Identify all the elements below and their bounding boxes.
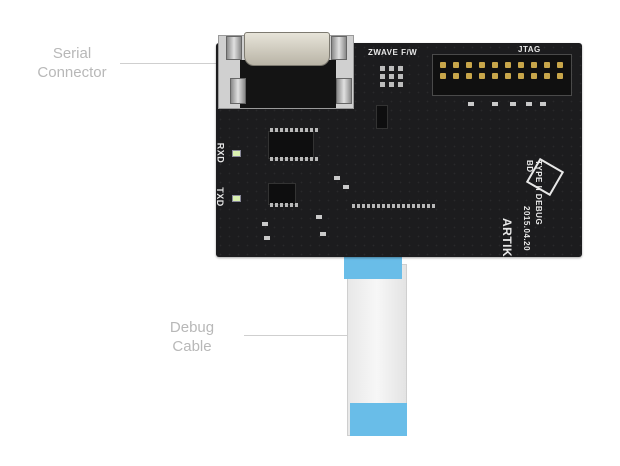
smd-component: [540, 102, 546, 106]
connector-screw-right: [331, 36, 347, 60]
artik-logo-text: ARTIK: [500, 218, 514, 258]
smd-component: [526, 102, 532, 106]
serial-connector-label: Serial Connector: [22, 44, 122, 82]
debug-cable-label-line2: Cable: [172, 338, 212, 355]
ic-large-pins-bottom: [270, 157, 318, 161]
cable-bottom-tab: [350, 403, 407, 436]
txd-label: TXD: [214, 187, 225, 207]
debug-cable-label: Debug Cable: [142, 318, 242, 356]
debug-callout-line: [244, 335, 354, 336]
connector-screw-left: [226, 36, 242, 60]
connector-screw-left-bottom: [230, 78, 246, 104]
connector-screw-right-bottom: [336, 78, 352, 104]
serial-connector-housing: [240, 60, 336, 108]
smd-component: [262, 222, 268, 226]
board-date-label: 2015.04.20: [522, 206, 531, 252]
serial-connector-label-line2: Connector: [37, 64, 107, 81]
mosfet: [376, 105, 388, 129]
txd-led: [232, 195, 241, 202]
smd-component: [320, 232, 326, 236]
smd-component: [492, 102, 498, 106]
cable-top-tab: [344, 257, 402, 279]
ic-small-pins: [270, 203, 298, 207]
ic-small: [268, 183, 296, 205]
serial-connector-label-line1: Serial: [52, 45, 92, 62]
serial-callout-line: [120, 63, 240, 64]
smd-component: [468, 102, 474, 106]
rxd-label: RXD: [215, 142, 226, 164]
smd-component: [334, 176, 340, 180]
ic-large-pins-top: [270, 128, 318, 132]
smd-component: [264, 236, 270, 240]
jtag-label: JTAG: [518, 45, 541, 54]
smd-component: [316, 215, 322, 219]
serial-connector-body: [244, 32, 330, 66]
rxd-led: [232, 150, 241, 157]
ic-large: [268, 131, 314, 159]
smd-component: [343, 185, 349, 189]
jtag-pins: [440, 62, 567, 79]
zwave-fw-label: ZWAVE F/W: [368, 48, 418, 57]
zwave-header: [380, 66, 404, 87]
debug-cable-label-line1: Debug: [169, 319, 215, 336]
pin-strip: [352, 204, 435, 208]
smd-component: [510, 102, 516, 106]
